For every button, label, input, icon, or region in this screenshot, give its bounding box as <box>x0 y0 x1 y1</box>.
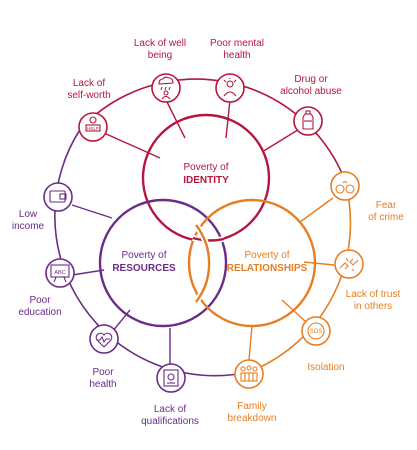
wallet-icon <box>49 190 67 203</box>
label-selfworth-1: Lack of <box>73 78 105 89</box>
identity-title-line1: Poverty of <box>183 162 228 173</box>
label-trust-2: in others <box>354 301 392 312</box>
resources-title-line1: Poverty of <box>121 250 166 261</box>
node-family: Family breakdown <box>228 359 277 424</box>
abc-board-icon: ABC <box>50 264 70 283</box>
label-crime-2: of crime <box>368 212 404 223</box>
bottle-icon <box>302 110 314 130</box>
interlace-identity <box>192 236 225 242</box>
label-drug-1: Drug or <box>294 74 328 85</box>
rain-cloud-person-icon <box>158 76 174 100</box>
label-health-2: health <box>89 379 116 390</box>
label-wellbeing-2: being <box>148 50 172 61</box>
label-education-1: Poor <box>29 295 51 306</box>
label-trust-1: Lack of trust <box>346 289 401 300</box>
node-income: Low income <box>12 182 73 232</box>
label-health-1: Poor <box>92 367 114 378</box>
label-selfworth-2: self-worth <box>67 90 110 101</box>
outer-ring-resources <box>54 127 250 377</box>
broken-handshake-icon <box>339 257 359 272</box>
node-selfworth: HELP Lack of self-worth <box>67 78 111 142</box>
label-qualifications-2: qualifications <box>141 416 199 427</box>
handcuffs-icon <box>335 180 355 194</box>
outer-ring-relationships <box>248 177 352 373</box>
help-sign-person-icon: HELP <box>85 116 101 132</box>
node-isolation: SOS Isolation <box>301 316 345 373</box>
identity-title-line2: IDENTITY <box>183 175 229 186</box>
label-family-2: breakdown <box>228 413 277 424</box>
label-income-1: Low <box>19 209 38 220</box>
sos-icon: SOS <box>307 322 325 340</box>
node-education: ABC Poor education <box>18 258 75 318</box>
label-education-2: education <box>18 307 61 318</box>
certificate-icon <box>163 369 179 387</box>
relationships-title-line2: RELATIONSHIPS <box>227 263 308 274</box>
node-drug: Drug or alcohol abuse <box>280 74 342 136</box>
label-isolation-1: Isolation <box>307 362 344 373</box>
svg-text:HELP: HELP <box>87 126 99 131</box>
node-wellbeing: Lack of well being <box>134 38 186 103</box>
svg-text:SOS: SOS <box>310 329 323 335</box>
label-qualifications-1: Lack of <box>154 404 186 415</box>
label-drug-2: alcohol abuse <box>280 86 342 97</box>
resources-spokes <box>71 204 171 366</box>
label-mental-2: health <box>223 50 250 61</box>
resources-circle <box>98 198 228 328</box>
node-health: Poor health <box>89 324 119 390</box>
relationships-circle <box>187 198 317 328</box>
node-trust: Lack of trust in others <box>334 249 401 312</box>
node-mental: Poor mental health <box>210 38 264 103</box>
interlace-relationships <box>195 224 211 303</box>
label-mental-1: Poor mental <box>210 38 264 49</box>
node-crime: Fear of crime <box>330 171 404 223</box>
resources-title-line2: RESOURCES <box>112 263 176 274</box>
relationships-title-line1: Poverty of <box>244 250 289 261</box>
label-income-2: income <box>12 221 45 232</box>
stressed-person-icon <box>223 78 237 97</box>
node-qualifications: Lack of qualifications <box>141 363 199 427</box>
label-wellbeing-1: Lack of well <box>134 38 186 49</box>
label-crime-1: Fear <box>376 200 397 211</box>
heartbeat-icon <box>95 332 113 348</box>
identity-spokes <box>103 99 302 159</box>
svg-text:ABC: ABC <box>54 270 65 276</box>
label-family-1: Family <box>237 401 266 412</box>
family-icon <box>240 365 258 382</box>
